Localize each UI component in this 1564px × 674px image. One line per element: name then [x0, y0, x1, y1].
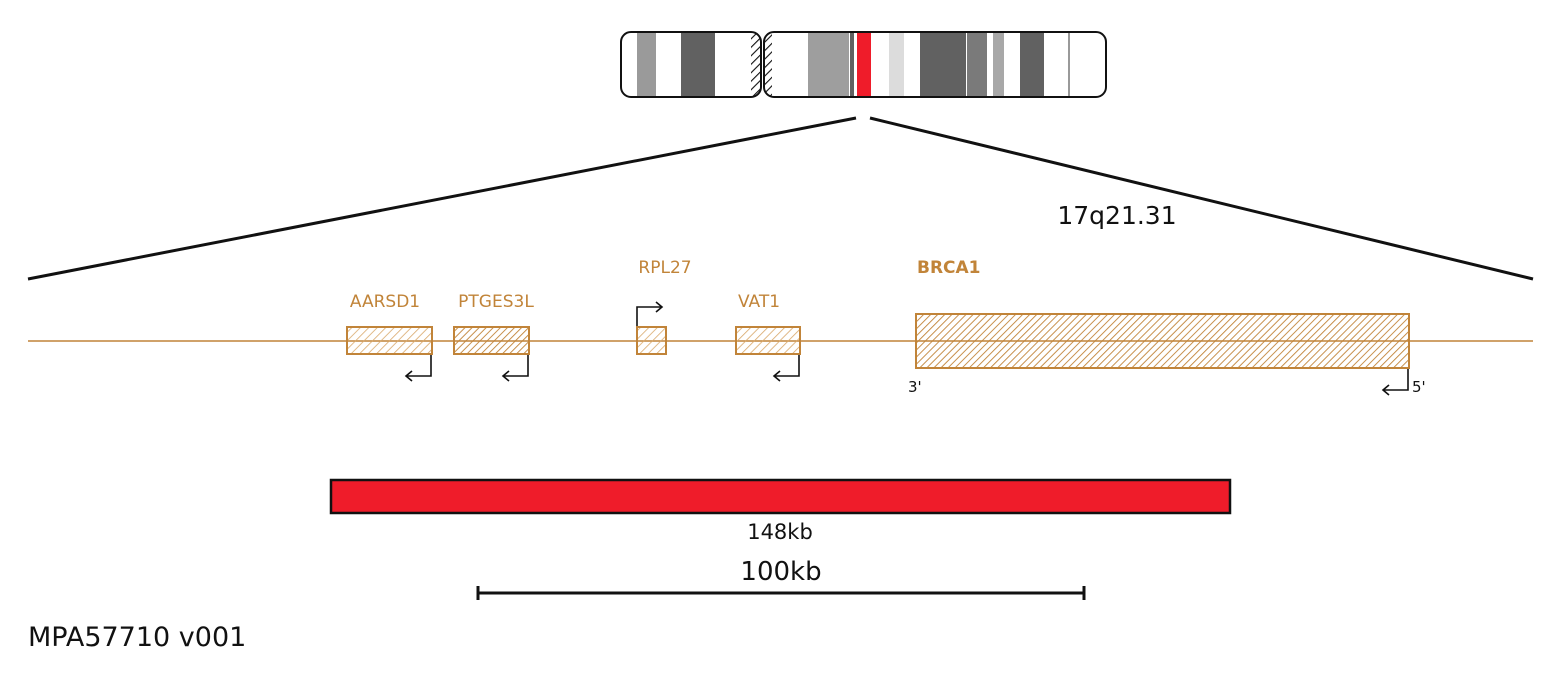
zoom-line-right: [869, 116, 1534, 281]
gene-aarsd1: AARSD1: [346, 292, 433, 382]
gene-box: [346, 326, 433, 355]
strand-arrow-icon: [1381, 369, 1409, 396]
scale-bar: [476, 586, 1086, 600]
gene-label: VAT1: [738, 292, 780, 312]
gene-box: [915, 313, 1410, 369]
strand-arrow-icon: [501, 355, 529, 382]
chromosome-p-arm: [621, 32, 761, 97]
chromosome-band-label: 17q21.31: [1057, 201, 1176, 230]
five-prime-end-label: 5': [1412, 378, 1426, 396]
probe-size-label: 148kb: [747, 520, 813, 544]
gene-vat1: VAT1: [735, 292, 801, 382]
product-code-label: MPA57710 v001: [28, 622, 246, 653]
probe-region-bar: [329, 478, 1232, 515]
highlighted-band-17q21-31: [857, 32, 871, 97]
strand-arrow-icon: [636, 301, 664, 326]
gene-label: PTGES3L: [458, 292, 534, 312]
gene-label: RPL27: [638, 258, 691, 278]
gene-box: [636, 326, 667, 355]
gene-box: [453, 326, 530, 355]
gene-rpl27: RPL27: [636, 258, 692, 355]
chromosome-ideogram: [620, 31, 1107, 98]
gene-box: [735, 326, 801, 355]
strand-arrow-icon: [772, 355, 800, 382]
gene-ptges3l: PTGES3L: [453, 292, 534, 382]
three-prime-end-label: 3': [908, 378, 922, 396]
strand-arrow-icon: [404, 355, 432, 382]
scale-bar-label: 100kb: [740, 557, 821, 587]
chromosome-q-arm: [764, 32, 1106, 97]
gene-label: AARSD1: [350, 292, 420, 312]
zoom-line-left: [27, 116, 857, 281]
gene-brca1: BRCA1 3' 5': [908, 258, 1426, 396]
gene-label: BRCA1: [917, 258, 981, 278]
